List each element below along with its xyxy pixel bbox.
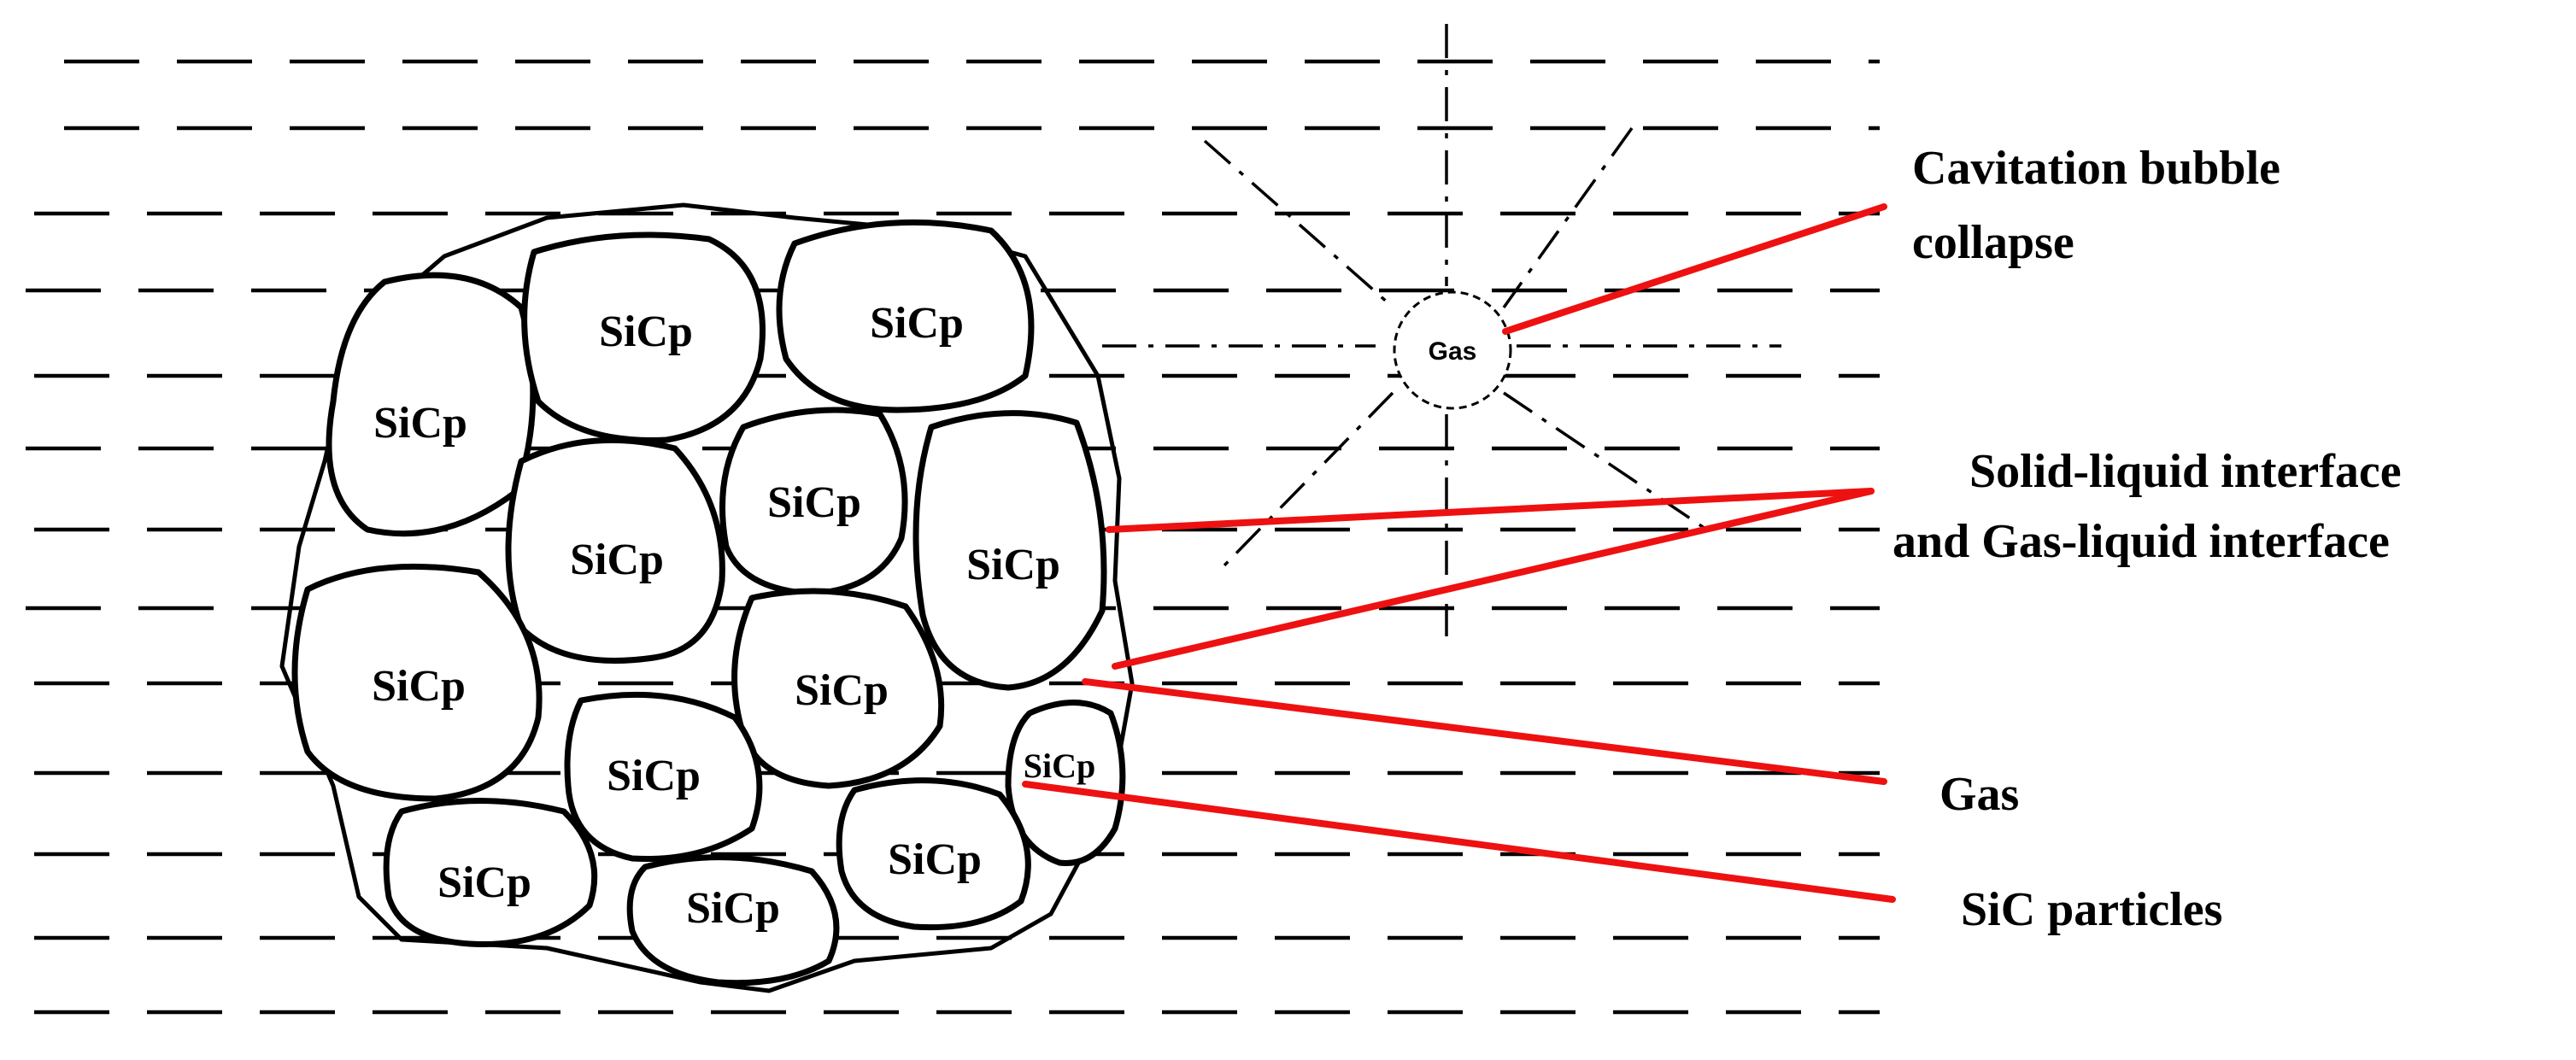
sicp-particle [291,563,543,802]
sicp-particle [626,854,840,987]
leader-gas-liquid [1112,488,1875,670]
sicp-label: SiCp [767,478,861,527]
gas-bubble-label: Gas [1429,337,1477,366]
sicp-label: SiCp [795,666,889,715]
sicp-particle [776,219,1035,413]
callout-gas: Gas [1939,768,2019,821]
sicp-label: SiCp [437,858,531,907]
shock-ray [1502,126,1634,309]
sicp-label: SiCp [570,536,664,584]
callout-labels: Cavitation bubble collapse Solid-liquid … [1892,142,2402,936]
leader-cavitation [1502,203,1887,335]
callout-cavitation-line2: collapse [1912,216,2074,269]
sicp-label: SiCp [372,662,466,711]
sicp-particle [564,691,763,863]
sicp-label: SiCp [599,307,693,356]
leader-gas [1082,678,1887,785]
sicp-particle [836,777,1031,931]
callout-sic-particles: SiC particles [1961,883,2222,936]
shock-ray [1220,391,1394,570]
leader-solid-liquid [1106,488,1875,533]
sicp-particle [719,407,908,597]
shock-ray [1203,139,1390,305]
sicp-label: SiCp [870,299,964,348]
leader-sic-particles [1022,781,1896,903]
sicp-particle [521,231,766,443]
shock-ray [1503,391,1714,536]
sicp-label: SiCp [966,541,1060,589]
sicp-label: SiCp [686,884,780,933]
sicp-label: SiCp [888,835,982,884]
callout-interface-line1: Solid-liquid interface [1969,445,2402,498]
leader-lines [1022,203,1896,903]
sicp-particle [326,272,537,537]
gas-bubble: Gas [1393,290,1512,410]
sicp-agglomerate: SiCp SiCp SiCp SiCp SiCp SiCp SiCp SiCp … [279,202,1135,993]
cavitation-shock-rays [1102,24,1781,636]
sicp-label: SiCp [373,399,467,448]
sicp-particle [1005,700,1126,866]
callout-cavitation-line1: Cavitation bubble [1912,142,2280,195]
sicp-particle [505,436,725,664]
sicp-label: SiCp [607,752,701,800]
sicp-particle [383,798,598,947]
callout-interface-line2: and Gas-liquid interface [1892,515,2390,568]
sicp-label: SiCp [1024,747,1096,785]
sicp-particle [912,410,1107,691]
